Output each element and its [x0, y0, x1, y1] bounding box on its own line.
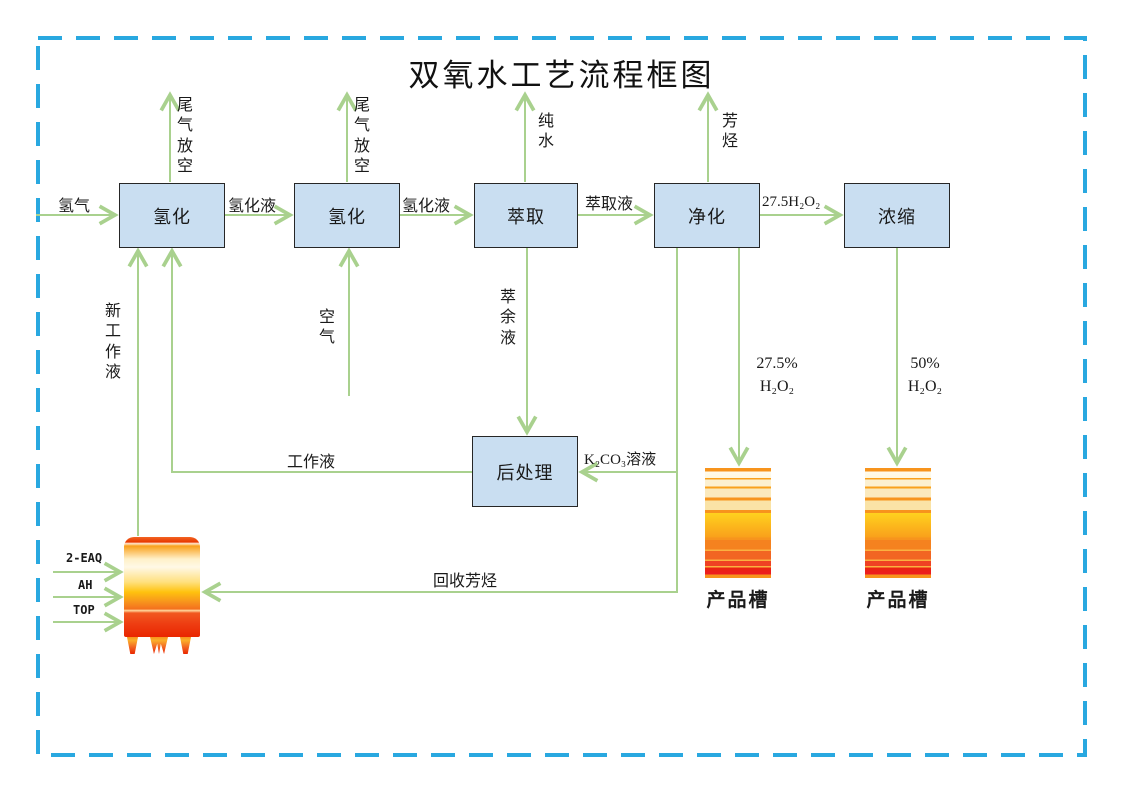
label-aromatics: 芳烃 [721, 113, 738, 151]
label-new-working-liquid: 新工作液 [104, 303, 121, 382]
label-recovered-aromatics: 回收芳烃 [433, 573, 498, 590]
box-hydrogenation-1-label: 氢化 [153, 206, 191, 227]
diagram-title: 双氧水工艺流程框图 [408, 58, 715, 93]
box-purification: 净化 [654, 183, 760, 248]
label-pure-water: 纯水 [537, 113, 554, 151]
box-extraction: 萃取 [474, 183, 578, 248]
product-tank-2-caption: 产品槽 [866, 590, 930, 611]
label-h2o2-275-stream: 27.5H₂O₂ [762, 194, 821, 210]
label-hydrogenated-liquid-1: 氢化液 [228, 198, 277, 215]
label-product-50: 50% H₂O₂ [907, 355, 943, 396]
flow-working-liquid [161, 247, 472, 473]
label-working-liquid: 工作液 [287, 454, 336, 471]
tank-leg [180, 637, 191, 654]
label-tail-gas-vent-1: 尾气放空 [176, 97, 193, 176]
box-hydrogenation-2-label: 氢化 [328, 206, 366, 227]
label-raffinate: 萃余液 [499, 289, 516, 347]
label-feed-ah: AH [78, 578, 93, 592]
product-tank-1 [705, 468, 771, 578]
label-air: 空气 [318, 309, 335, 347]
label-extract-liquid: 萃取液 [585, 196, 634, 213]
label-feed-top: TOP [73, 603, 95, 617]
box-hydrogenation-1: 氢化 [119, 183, 225, 248]
flow-recovered-aromatics [201, 248, 678, 603]
box-concentration-label: 浓缩 [878, 206, 916, 227]
label-hydrogen-in: 氢气 [58, 198, 91, 215]
tank-leg [150, 637, 168, 654]
dashed-border-frame [36, 36, 1087, 757]
label-k2co3-solution: K₂CO₃溶液 [584, 452, 657, 468]
box-post-treatment-label: 后处理 [496, 462, 554, 483]
box-concentration: 浓缩 [844, 183, 950, 248]
box-extraction-label: 萃取 [507, 206, 545, 227]
working-liquid-mixing-tank [124, 537, 200, 637]
box-hydrogenation-2: 氢化 [294, 183, 400, 248]
label-hydrogenated-liquid-2: 氢化液 [402, 198, 451, 215]
box-purification-label: 净化 [688, 206, 726, 227]
tank-leg [127, 637, 138, 654]
box-post-treatment: 后处理 [472, 436, 578, 507]
label-tail-gas-vent-2: 尾气放空 [353, 97, 370, 176]
product-tank-2 [865, 468, 931, 578]
label-feed-2eaq: 2-EAQ [66, 551, 103, 565]
label-product-275: 27.5% H₂O₂ [756, 355, 798, 396]
product-tank-1-caption: 产品槽 [706, 590, 770, 611]
